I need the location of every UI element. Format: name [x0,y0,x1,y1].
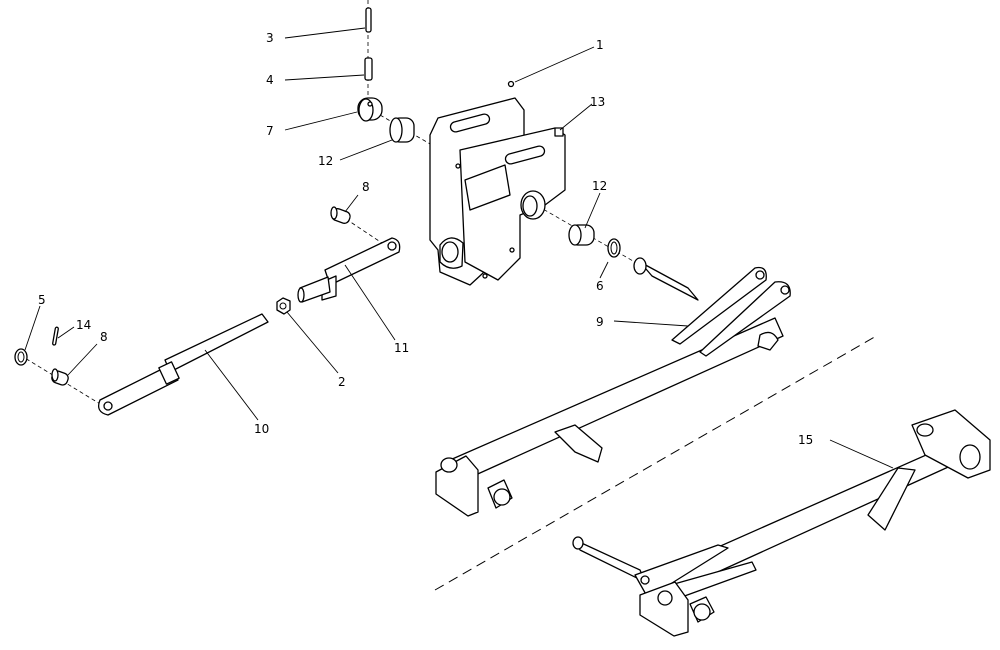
callout-7: 7 [266,124,274,138]
roll-pin-3 [365,7,372,33]
washer-5 [14,348,28,366]
callout-11: 11 [394,341,409,355]
lift-arm-9 [435,257,791,517]
callout-4: 4 [266,73,274,87]
callout-15: 15 [798,433,813,447]
washer-6 [607,238,621,258]
callout-2: 2 [338,375,346,389]
assembly-divider [434,334,879,591]
leader-lines [24,27,894,469]
mounting-bracket-13 [429,97,566,286]
adjusting-rod-10 [97,313,269,416]
nut-2 [276,297,291,315]
callout-1: 1 [596,38,604,52]
lift-arm-15 [572,409,991,637]
roll-pin-4 [364,57,373,81]
adjusting-link-11 [297,237,401,303]
callout-12-upper: 12 [318,154,333,168]
collar-7 [357,97,383,122]
callout-9: 9 [596,315,604,329]
bushing-12-upper [389,117,415,143]
callout-12-lower: 12 [592,179,607,193]
callout-8-upper: 8 [362,180,370,194]
bushing-12-lower [568,224,595,246]
clevis-pin-8-upper [330,206,351,224]
callout-3: 3 [266,31,274,45]
callout-14: 14 [76,318,91,332]
screw-1 [507,80,515,88]
callout-6: 6 [596,279,604,293]
roll-pin-14 [52,326,59,346]
clevis-pin-8-lower [51,368,69,386]
callout-8-lower: 8 [100,330,108,344]
callout-10: 10 [254,422,269,436]
callout-5: 5 [38,293,46,307]
callout-13: 13 [590,95,605,109]
